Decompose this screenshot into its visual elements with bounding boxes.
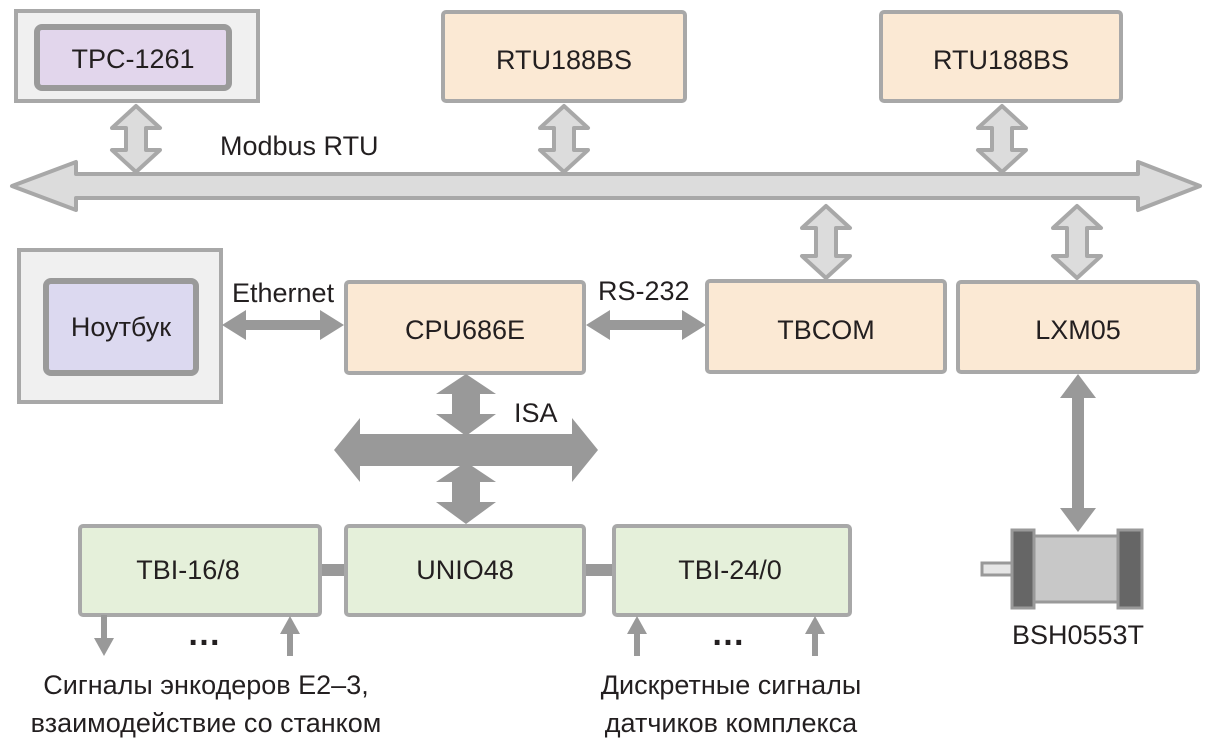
motor-body — [1032, 534, 1120, 604]
ethernet-label: Ethernet — [232, 278, 335, 308]
modbus-bus-arrow — [10, 160, 1202, 212]
bus-connectors — [110, 104, 1103, 280]
tbi24-box — [612, 524, 852, 617]
notebook-label: Ноутбук — [71, 312, 171, 342]
rtu1-label: RTU188BS — [496, 45, 632, 75]
tbcom-block: TBCOM — [705, 279, 947, 374]
rtu2-bus-arrow — [976, 104, 1028, 174]
rtu2-label: RTU188BS — [933, 45, 1069, 75]
ethernet-arrow — [222, 310, 344, 340]
ethernet-link: Ethernet — [222, 278, 344, 340]
lxm-bus-arrow — [1051, 204, 1103, 280]
tpc-bus-arrow — [110, 104, 162, 174]
lxm-box — [956, 280, 1200, 374]
right-caption-line2: датчиков комплекса — [605, 708, 858, 738]
rtu188bs-right-block: RTU188BS — [879, 10, 1123, 103]
tpc-screen — [34, 24, 232, 91]
tpc-label: TPC-1261 — [71, 44, 194, 74]
tbcom-bus-arrow — [800, 204, 852, 280]
motor-bsh0553t: BSH0553T — [980, 528, 1144, 650]
modbus-bus-label: Modbus RTU — [220, 131, 379, 161]
lxm-motor-shaft — [1072, 396, 1084, 510]
tpc-1261-panel: TPC-1261 — [14, 9, 260, 103]
right-caption-line1: Дискретные сигналы — [601, 670, 862, 700]
rs232-arrow — [586, 310, 706, 340]
rs232-link: RS-232 — [586, 276, 706, 340]
tbi16-box — [78, 524, 322, 617]
modbus-bus: Modbus RTU — [10, 131, 1202, 212]
notebook-panel: Ноутбук — [17, 248, 223, 404]
rtu188bs-left-block: RTU188BS — [441, 10, 687, 103]
rtu1-bus-arrow — [538, 104, 590, 174]
motor-shaft — [980, 561, 1014, 577]
cpu686e-block: CPU686E — [344, 280, 586, 375]
tbcom-box — [705, 279, 947, 374]
rs232-label: RS-232 — [598, 276, 690, 306]
unio-label: UNIO48 — [416, 555, 514, 585]
tbi16-label: TBI-16/8 — [136, 555, 240, 585]
signal-arrows — [94, 615, 825, 656]
cpu-isa-arrow — [436, 374, 496, 436]
lxm-motor-arrowhead-top — [1060, 374, 1096, 398]
motor-label: BSH0553T — [1012, 620, 1144, 650]
captions: Сигналы энкодеров E2–3, взаимодействие с… — [31, 670, 862, 738]
rtu2-box — [879, 10, 1123, 103]
notebook-screen — [43, 278, 199, 376]
tbi24-in1-arrowhead — [627, 616, 647, 634]
isa-unio-arrow — [436, 462, 496, 524]
tbi24-in1-shaft — [634, 630, 640, 656]
lxm-label: LXM05 — [1035, 315, 1121, 345]
tbcom-label: TBCOM — [777, 315, 875, 345]
unio-box — [344, 524, 586, 617]
isa-bus-arrow — [334, 418, 598, 482]
motor-right-flange — [1116, 528, 1144, 610]
tbi24-ellipsis: … — [711, 615, 745, 653]
tbi24-in2-arrowhead — [805, 616, 825, 634]
io-row: TBI-16/8 UNIO48 TBI-24/0 — [78, 524, 852, 617]
rtu1-box — [441, 10, 687, 103]
tbi24-label: TBI-24/0 — [678, 555, 782, 585]
left-caption-line2: взаимодействие со станком — [31, 708, 382, 738]
lxm-motor-link — [1060, 374, 1096, 532]
tbi16-out-shaft — [101, 615, 107, 643]
isa-label: ISA — [514, 398, 558, 428]
tbi16-ellipsis: … — [187, 615, 221, 653]
isa-bus: ISA — [334, 374, 598, 524]
lxm-motor-arrowhead-bottom — [1060, 508, 1096, 532]
cpu-label: CPU686E — [405, 315, 525, 345]
lxm05-block: LXM05 — [956, 280, 1200, 374]
tbi16-in-shaft — [287, 630, 293, 656]
motor-left-flange — [1010, 528, 1036, 610]
tbi16-out-arrowhead — [94, 638, 114, 656]
tbi24-in2-shaft — [812, 630, 818, 656]
cpu-box — [344, 280, 586, 375]
left-caption-line1: Сигналы энкодеров E2–3, — [43, 670, 368, 700]
tbi16-in-arrowhead — [280, 616, 300, 634]
